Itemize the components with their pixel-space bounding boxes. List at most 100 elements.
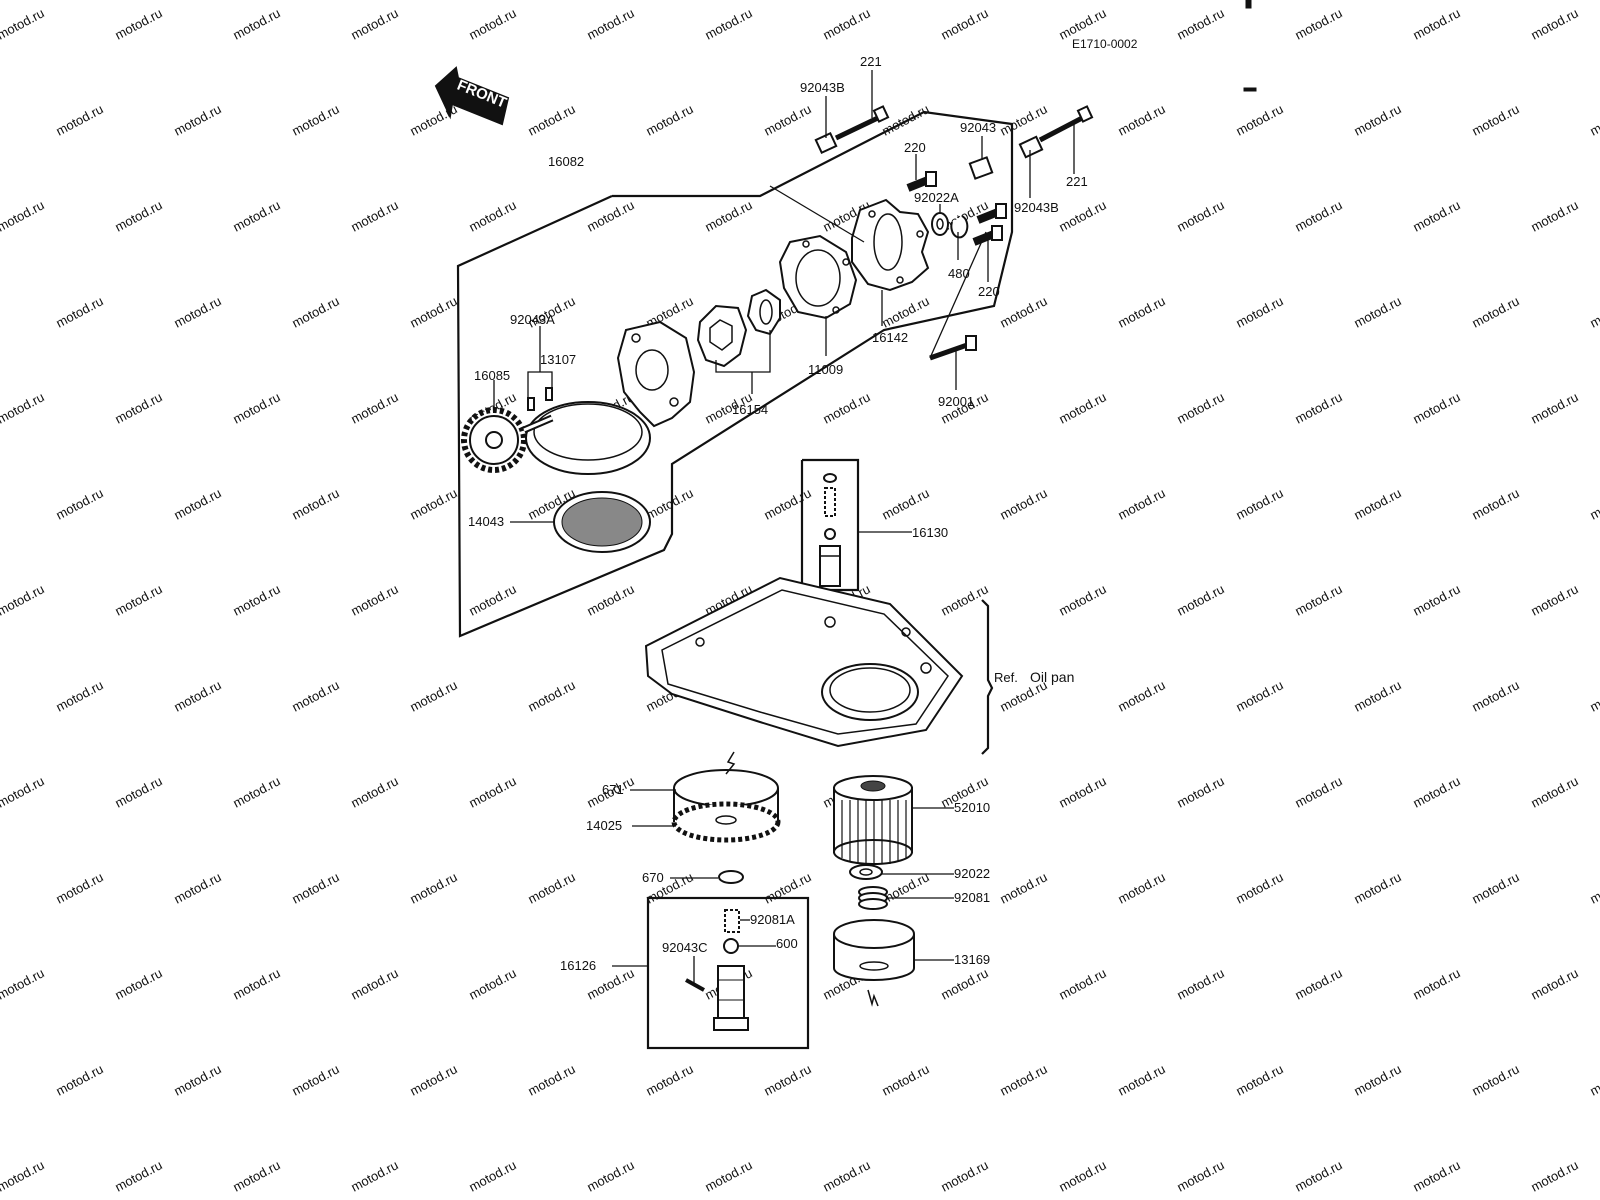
watermark-text: motod.ru xyxy=(348,965,400,1002)
watermark-text: motod.ru xyxy=(230,197,282,234)
watermark-text: motod.ru xyxy=(1292,389,1344,426)
watermark-text: motod.ru xyxy=(1174,1157,1226,1194)
watermark-text: motod.ru xyxy=(466,1157,518,1194)
watermark-text: motod.ru xyxy=(53,101,105,138)
watermark-text: motod.ru xyxy=(348,5,400,42)
ref-name: Oil pan xyxy=(1030,669,1074,685)
watermark-text: motod.ru xyxy=(407,869,459,906)
watermark-text: motod.ru xyxy=(525,677,577,714)
watermark-text: motod.ru xyxy=(466,197,518,234)
watermark-text: motod.ru xyxy=(1351,485,1403,522)
watermark-text: motod.ru xyxy=(0,773,47,810)
watermark-text: motod.ru xyxy=(289,677,341,714)
watermark-text: motod.ru xyxy=(230,389,282,426)
watermark-text: motod.ru xyxy=(879,101,931,138)
label-671: 671 xyxy=(602,782,624,797)
watermark-text: motod.ru xyxy=(1174,965,1226,1002)
label-52010: 52010 xyxy=(954,800,990,815)
watermark-text: motod.ru xyxy=(1469,869,1521,906)
watermark-text: motod.ru xyxy=(1292,197,1344,234)
pump-pickup-screen xyxy=(525,401,651,475)
watermark-text: motod.ru xyxy=(1469,1061,1521,1098)
watermark-text: motod.ru xyxy=(348,773,400,810)
watermark-text: motod.ru xyxy=(348,197,400,234)
bolt-221-top xyxy=(834,105,890,141)
watermark-text: motod.ru xyxy=(112,197,164,234)
watermark-text: motod.ru xyxy=(348,581,400,618)
watermark-text: motod.ru xyxy=(1351,293,1403,330)
washer-92022 xyxy=(849,864,883,880)
bolt-220-top xyxy=(906,171,937,192)
pin-92043c xyxy=(685,978,705,992)
watermark-text: motod.ru xyxy=(879,869,931,906)
watermark-text: motod.ru xyxy=(1174,5,1226,42)
watermark-text: motod.ru xyxy=(820,389,872,426)
watermark-text: motod.ru xyxy=(407,677,459,714)
watermark-text: motod.ru xyxy=(171,1061,223,1098)
watermark-text: motod.ru xyxy=(997,101,1049,138)
leader-lines xyxy=(493,70,1075,984)
label-14025: 14025 xyxy=(586,818,622,833)
watermark-text: motod.ru xyxy=(1469,293,1521,330)
watermark-text: motod.ru xyxy=(112,773,164,810)
watermark-text: motod.ru xyxy=(1410,773,1462,810)
oring-670 xyxy=(718,870,744,884)
watermark-text: motod.ru xyxy=(1528,389,1580,426)
label-92043a: 92043A xyxy=(510,312,555,327)
watermark-text: motod.ru xyxy=(1233,101,1285,138)
watermark-text: motod.ru xyxy=(0,197,47,234)
watermark-text: motod.ru xyxy=(1351,101,1403,138)
label-670: 670 xyxy=(642,870,664,885)
watermark-text: motod.ru xyxy=(171,293,223,330)
relief-valve-frame xyxy=(800,458,860,592)
watermark-text: motod.ru xyxy=(1174,773,1226,810)
watermark-text: motod.ru xyxy=(0,1157,47,1194)
watermark-text: motod.ru xyxy=(525,869,577,906)
label-92043b-top: 92043B xyxy=(800,80,845,95)
label-16142: 16142 xyxy=(872,330,908,345)
washer-92022a xyxy=(931,212,949,236)
watermark-text: motod.ru xyxy=(643,1061,695,1098)
valve-body-16126 xyxy=(713,965,749,1031)
label-11009: 11009 xyxy=(808,362,843,377)
label-16126: 16126 xyxy=(560,958,596,973)
watermark-text: motod.ru xyxy=(1587,485,1600,522)
watermark-text: motod.ru xyxy=(997,1061,1049,1098)
watermark-text: motod.ru xyxy=(53,485,105,522)
label-16082: 16082 xyxy=(548,154,584,169)
watermark-text: motod.ru xyxy=(112,389,164,426)
watermark-text: motod.ru xyxy=(466,5,518,42)
pin-92043 xyxy=(968,156,994,180)
label-480: 480 xyxy=(948,266,970,281)
watermark-text: motod.ru xyxy=(1233,677,1285,714)
watermark-text: motod.ru xyxy=(112,5,164,42)
watermark-text: motod.ru xyxy=(1410,197,1462,234)
watermark-text: motod.ru xyxy=(525,101,577,138)
document-id: E1710-0002 xyxy=(1072,37,1138,51)
watermark-text: motod.ru xyxy=(584,1157,636,1194)
watermark-text: motod.ru xyxy=(761,101,813,138)
label-92043c: 92043C xyxy=(662,940,708,955)
watermark-text: motod.ru xyxy=(466,773,518,810)
gear-16085 xyxy=(461,407,527,473)
label-92081a: 92081A xyxy=(750,912,795,927)
watermark-text: motod.ru xyxy=(584,5,636,42)
rotor-set-16154 xyxy=(696,288,781,368)
watermark-text: motod.ru xyxy=(1410,965,1462,1002)
label-92022: 92022 xyxy=(954,866,990,881)
bolt-221-right xyxy=(1038,105,1094,143)
watermark-text: motod.ru xyxy=(1233,293,1285,330)
watermark-text: motod.ru xyxy=(407,485,459,522)
watermark-text: motod.ru xyxy=(702,5,754,42)
label-92022a: 92022A xyxy=(914,190,959,205)
watermark-text: motod.ru xyxy=(1528,581,1580,618)
watermark-text: motod.ru xyxy=(1587,869,1600,906)
watermark-text: motod.ru xyxy=(820,5,872,42)
watermark-text: motod.ru xyxy=(1056,197,1108,234)
watermark-text: motod.ru xyxy=(171,101,223,138)
pump-body xyxy=(525,320,696,475)
label-13169: 13169 xyxy=(954,952,990,967)
spring-92081a xyxy=(724,909,740,933)
watermark-text: motod.ru xyxy=(1056,773,1108,810)
screen-14043 xyxy=(553,491,651,553)
